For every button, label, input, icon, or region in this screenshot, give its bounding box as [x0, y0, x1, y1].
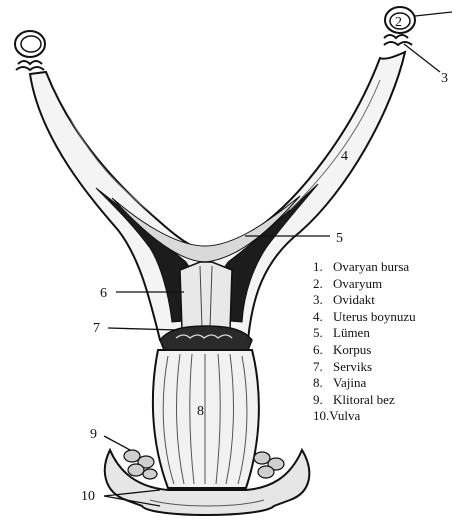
- legend-list: 1.Ovaryan bursa 2.Ovaryum 3.Ovidakt 4.Ut…: [313, 259, 416, 425]
- legend-item: 2.Ovaryum: [313, 276, 416, 293]
- uterine-body: [180, 262, 232, 330]
- callout-5: 5: [336, 231, 343, 246]
- callout-4: 4: [341, 149, 348, 164]
- vagina: [153, 350, 259, 488]
- callout-6: 6: [100, 286, 107, 301]
- legend-item: 10.Vulva: [313, 408, 416, 425]
- legend-item: 8.Vajina: [313, 375, 416, 392]
- legend-item: 9.Klitoral bez: [313, 392, 416, 409]
- callout-9: 9: [90, 427, 97, 442]
- left-ovarian-bursa: [15, 31, 45, 70]
- legend-item: 4.Uterus boynuzu: [313, 309, 416, 326]
- callout-10: 10: [81, 489, 95, 504]
- callout-3: 3: [441, 71, 448, 86]
- legend-item: 6.Korpus: [313, 342, 416, 359]
- legend-item: 1.Ovaryan bursa: [313, 259, 416, 276]
- callout-8: 8: [197, 404, 204, 419]
- callout-7: 7: [93, 321, 100, 336]
- legend-item: 5.Lümen: [313, 325, 416, 342]
- legend-item: 7.Serviks: [313, 359, 416, 376]
- legend-item: 3.Ovidakt: [313, 292, 416, 309]
- callout-2: 2: [395, 15, 402, 30]
